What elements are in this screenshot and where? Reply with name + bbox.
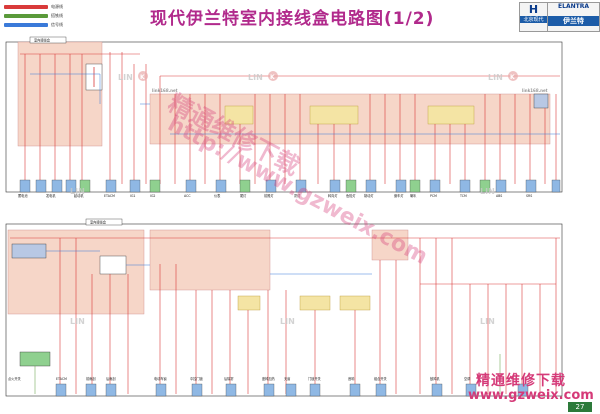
top-circuit-section: 室内接线盒: [5, 36, 563, 198]
elantra-logo: ELANTRA 伊兰特: [547, 2, 600, 32]
power-distribution-panel: [17, 41, 103, 147]
svg-text:ETACM: ETACM: [104, 194, 115, 198]
svg-text:蓄电池: 蓄电池: [18, 193, 28, 198]
k-watermark: K: [510, 74, 515, 81]
hyundai-logo: H 北京现代: [519, 2, 548, 32]
svg-text:后除雾: 后除雾: [224, 376, 234, 381]
svg-text:雾灯: 雾灯: [294, 193, 301, 198]
svg-text:发电机: 发电机: [46, 193, 56, 198]
model-name-cn: 伊兰特: [548, 16, 599, 26]
bottom-frame: [5, 223, 563, 397]
svg-text:ABS: ABS: [496, 194, 502, 198]
svg-text:ETACM: ETACM: [56, 377, 67, 381]
lin-watermark: LIN: [118, 73, 133, 82]
legend-item-signal: 信号线: [4, 21, 114, 28]
svg-text:IG1: IG1: [130, 194, 135, 198]
svg-text:PCM: PCM: [430, 194, 437, 198]
bottom-power-wires: [10, 237, 560, 394]
svg-text:危险灯: 危险灯: [346, 193, 356, 198]
svg-text:电动车窗: 电动车窗: [154, 376, 167, 381]
svg-text:鼓风机: 鼓风机: [430, 376, 440, 381]
bottom-ground-wires: [34, 354, 501, 394]
svg-text:组合开关: 组合开关: [374, 376, 388, 381]
etacm-panel: [149, 229, 271, 291]
hyundai-brand: 北京现代: [520, 16, 547, 23]
svg-text:IG2: IG2: [150, 194, 155, 198]
ignition-switch-box: [11, 243, 47, 259]
bottom-circuit-section: 室内接线盒: [5, 218, 563, 397]
k-watermark: K: [140, 74, 145, 81]
bottom-header-label: 室内接线盒: [90, 220, 107, 225]
lin-watermark: LIN: [480, 317, 495, 326]
top-power-wires: [20, 52, 560, 184]
top-ground-connectors: [79, 179, 491, 193]
model-name-en: ELANTRA: [558, 3, 589, 10]
top-connector-labels: 蓄电池 发电机 起动机 ETACM IG1 IG2 ACC 仪表 尾灯 前照灯 …: [18, 193, 532, 198]
k-watermark-icon: [138, 71, 148, 81]
top-connectors: [19, 179, 561, 193]
top-header-label: 室内接线盒: [34, 38, 51, 43]
svg-text:喇叭: 喇叭: [410, 193, 417, 198]
svg-text:前雨刮: 前雨刮: [86, 376, 96, 381]
footer-url-watermark: www.gzweix.com: [468, 388, 594, 403]
bottom-signal-wires: [46, 250, 372, 275]
legend-item-power: 电源线: [4, 3, 114, 10]
svg-text:ACC: ACC: [184, 194, 191, 198]
relay-icon: [533, 93, 549, 109]
top-signal-wires: [30, 73, 560, 135]
lin-watermark: LIN: [70, 187, 85, 196]
svg-text:后雨刮: 后雨刮: [106, 376, 116, 381]
lin-watermark: LIN: [280, 317, 295, 326]
wire-color-legend: 电源线 搭铁线 信号线: [4, 3, 114, 29]
top-header-box: [29, 36, 67, 44]
site-watermark: link168.net: [152, 88, 178, 93]
svg-text:音响: 音响: [348, 376, 354, 381]
svg-text:倒车灯: 倒车灯: [394, 193, 404, 198]
lin-watermark: LIN: [488, 73, 503, 82]
svg-text:仪表: 仪表: [214, 193, 221, 198]
circuit-diagram: 室内接线盒: [5, 36, 563, 397]
svg-text:尾灯: 尾灯: [240, 193, 247, 198]
svg-text:转向灯: 转向灯: [328, 193, 338, 198]
hyundai-mark-icon: H: [528, 3, 539, 16]
door-lock-relay-panel: [371, 229, 409, 261]
relay-box-2: [309, 105, 359, 125]
lin-watermark: LIN: [248, 73, 263, 82]
svg-text:座椅加热: 座椅加热: [262, 376, 276, 381]
bottom-header-box: [85, 218, 123, 226]
lin-watermark: LIN: [480, 187, 495, 196]
relay-box-7: [339, 295, 371, 311]
relay-box-5: [237, 295, 261, 311]
relay-box-4: [99, 255, 127, 275]
bottom-connector-labels: 点火开关 ETACM 前雨刮 后雨刮 电动车窗 中控门锁 后除雾 座椅加热 天窗…: [8, 376, 470, 381]
k-watermark: K: [270, 74, 275, 81]
k-watermark-icon: [268, 71, 278, 81]
footer-brand-watermark: 精通维修下载: [476, 373, 566, 389]
legend-item-ground: 搭铁线: [4, 12, 114, 19]
fuse-box-bottom: [19, 351, 51, 367]
svg-text:点火开关: 点火开关: [8, 376, 22, 381]
top-frame: [5, 41, 563, 193]
svg-text:天窗: 天窗: [284, 376, 290, 381]
title-bar: 电源线 搭铁线 信号线 现代伊兰特室内接线盒电路图(1/2) H 北京现代 EL…: [0, 0, 600, 34]
svg-text:SRS: SRS: [526, 194, 532, 198]
bottom-connectors: [55, 383, 529, 397]
svg-text:空调: 空调: [464, 376, 470, 381]
svg-text:前照灯: 前照灯: [264, 193, 274, 198]
svg-text:制动灯: 制动灯: [364, 193, 374, 198]
svg-text:起动机: 起动机: [74, 193, 84, 198]
relay-box-6: [299, 295, 331, 311]
relay-box-1: [224, 105, 254, 125]
k-watermark-icon: [508, 71, 518, 81]
page-title: 现代伊兰特室内接线盒电路图(1/2): [150, 9, 435, 29]
page-number-badge: 27: [568, 402, 592, 412]
svg-text:门锁开关: 门锁开关: [308, 376, 322, 381]
site-watermark: link168.net: [522, 88, 548, 93]
svg-text:中控门锁: 中控门锁: [190, 376, 204, 381]
relay-box-3: [427, 105, 475, 125]
lin-watermark: LIN: [70, 317, 85, 326]
svg-text:TCM: TCM: [459, 194, 467, 198]
